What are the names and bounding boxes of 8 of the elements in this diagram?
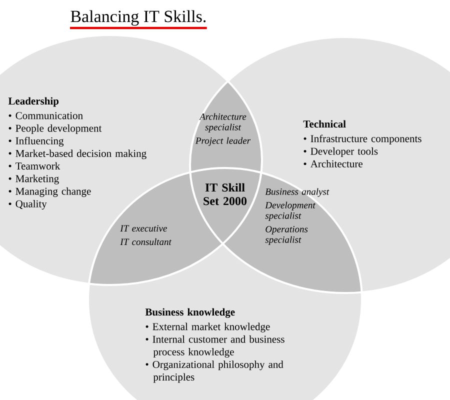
circle-text: Leadership • Communication • People development • Influencing • Market-based decision making • Teamwork • Marketing • Managing change • Quality [8,97,146,210]
overlap-text: Business analyst Development specialist Operations specialist [265,188,330,245]
overlap-text: Architecture specialist Project leader [195,113,251,146]
title: Balancing IT Skills. [70,10,206,26]
circle-text: Business knowledge • External market knowledge • Internal customer and business process knowledge • Organizational philosophy and principles [145,308,284,383]
circle-text: Technical • Infrastructure components • Developer tools • Architecture [303,120,422,168]
overlap-text: IT Skill Set 2000 [204,183,247,206]
overlap-text: IT executive IT consultant [120,225,172,246]
